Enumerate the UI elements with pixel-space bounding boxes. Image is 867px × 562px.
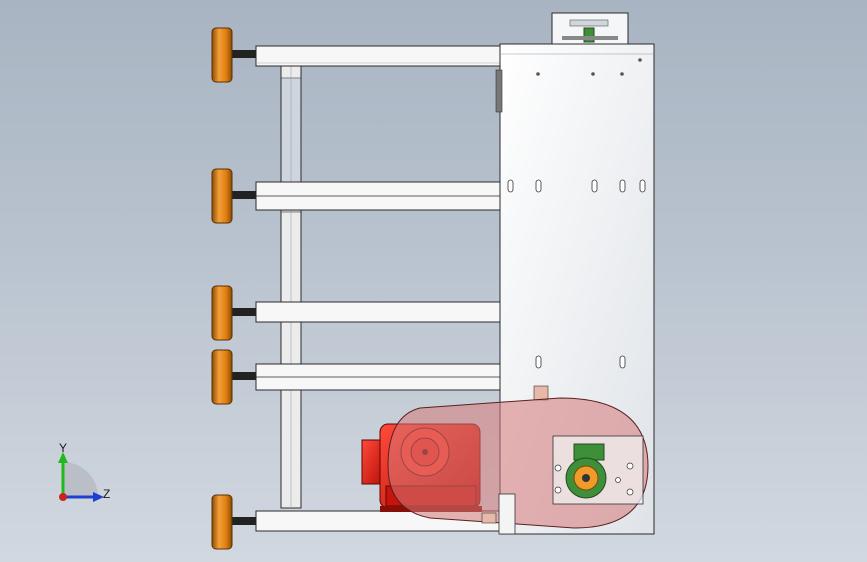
leveling-foot-4[interactable] [211, 349, 256, 405]
horizontal-rail-2 [255, 181, 503, 211]
leveling-foot-2[interactable] [211, 168, 256, 224]
leveling-foot-1[interactable] [211, 27, 256, 83]
lower-bracket [481, 493, 516, 535]
axis-label-y: Y [59, 441, 68, 455]
top-bracket[interactable] [551, 12, 629, 46]
horizontal-rail-1 [255, 45, 503, 67]
horizontal-rail-4 [255, 363, 503, 391]
vertical-post [280, 65, 302, 509]
axis-triad [58, 452, 104, 502]
drive-sprocket[interactable] [552, 435, 644, 505]
horizontal-rail-3 [255, 301, 503, 323]
axis-label-z: Z [103, 487, 111, 501]
leveling-foot-5[interactable] [211, 494, 256, 550]
leveling-foot-3[interactable] [211, 285, 256, 341]
